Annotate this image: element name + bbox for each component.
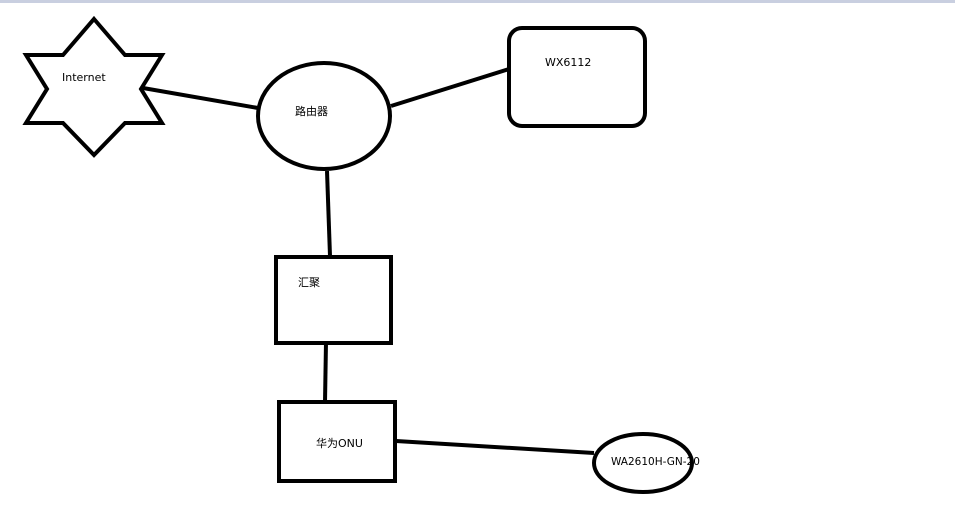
huawei-onu-label: 华为ONU [316, 437, 363, 450]
aggregation-label: 汇聚 [298, 276, 320, 289]
wa2610-ellipse-shape[interactable] [592, 432, 694, 494]
internet-star-shape[interactable] [22, 15, 166, 158]
edge-onu-wa2610 [395, 439, 595, 455]
router-label: 路由器 [295, 105, 328, 118]
edge-internet-router [142, 86, 259, 110]
router-ellipse-shape[interactable] [256, 61, 392, 171]
huawei-onu-box-shape[interactable] [277, 400, 397, 483]
wx6112-box-shape[interactable] [507, 26, 647, 128]
aggregation-box-shape[interactable] [274, 255, 393, 345]
internet-label: Internet [62, 71, 106, 84]
edge-router-wx6112 [390, 67, 510, 108]
edge-aggregation-onu [323, 341, 328, 403]
wa2610-label: WA2610H-GN-20 [611, 456, 700, 468]
wx6112-label: WX6112 [545, 56, 592, 69]
window-top-border [0, 0, 955, 3]
edge-router-aggregation [325, 170, 332, 257]
